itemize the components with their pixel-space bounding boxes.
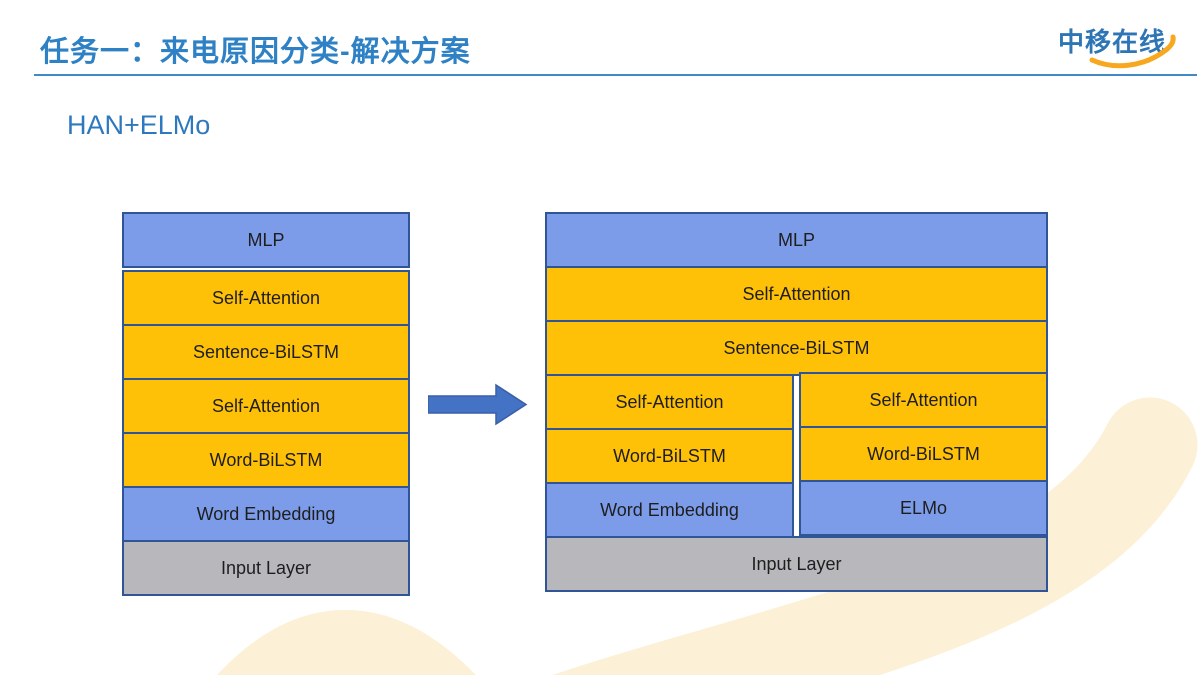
diagram-box-input-layer: Input Layer xyxy=(122,540,410,596)
diagram-box-self-attention: Self-Attention xyxy=(122,378,410,434)
diagram-box-word-embedding: Word Embedding xyxy=(122,486,410,542)
diagram-han: MLP Self-Attention Sentence-BiLSTM Self-… xyxy=(122,212,410,596)
logo-swoosh-icon xyxy=(1089,34,1176,69)
diagram-split-row-bilstm: Word-BiLSTM Word-BiLSTM xyxy=(545,426,1048,484)
diagram-box-mlp: MLP xyxy=(122,212,410,268)
logo-text: 中移在线 xyxy=(1058,27,1167,57)
diagram-box-word-bilstm: Word-BiLSTM xyxy=(122,432,410,488)
page-title: 任务一：来电原因分类-解决方案 xyxy=(40,36,471,68)
title-underline xyxy=(34,74,1197,76)
diagram-split-row-attention: Self-Attention Self-Attention xyxy=(545,372,1048,430)
diagram-box-input-layer: Input Layer xyxy=(545,536,1048,592)
diagram-box-self-attention-left: Self-Attention xyxy=(545,374,794,430)
diagram-box-sentence-bilstm: Sentence-BiLSTM xyxy=(545,320,1048,376)
diagram-box-self-attention-right: Self-Attention xyxy=(799,372,1048,428)
diagram-box-elmo: ELMo xyxy=(799,480,1048,536)
diagram-box-self-attention: Self-Attention xyxy=(545,266,1048,322)
diagram-han-elmo: MLP Self-Attention Sentence-BiLSTM Self-… xyxy=(545,212,1048,592)
subtitle: HAN+ELMo xyxy=(67,110,211,140)
diagram-box-mlp: MLP xyxy=(545,212,1048,268)
company-logo: 中移在线 xyxy=(1052,20,1182,72)
diagram-box-word-embedding: Word Embedding xyxy=(545,482,794,538)
diagram-box-word-bilstm-right: Word-BiLSTM xyxy=(799,426,1048,482)
right-arrow-icon xyxy=(428,383,528,426)
diagram-split-row-embedding: Word Embedding ELMo xyxy=(545,480,1048,538)
diagram-box-word-bilstm-left: Word-BiLSTM xyxy=(545,428,794,484)
diagram-box-sentence-bilstm: Sentence-BiLSTM xyxy=(122,324,410,380)
swoosh-inner-band xyxy=(217,610,476,675)
diagram-box-self-attention: Self-Attention xyxy=(122,270,410,326)
